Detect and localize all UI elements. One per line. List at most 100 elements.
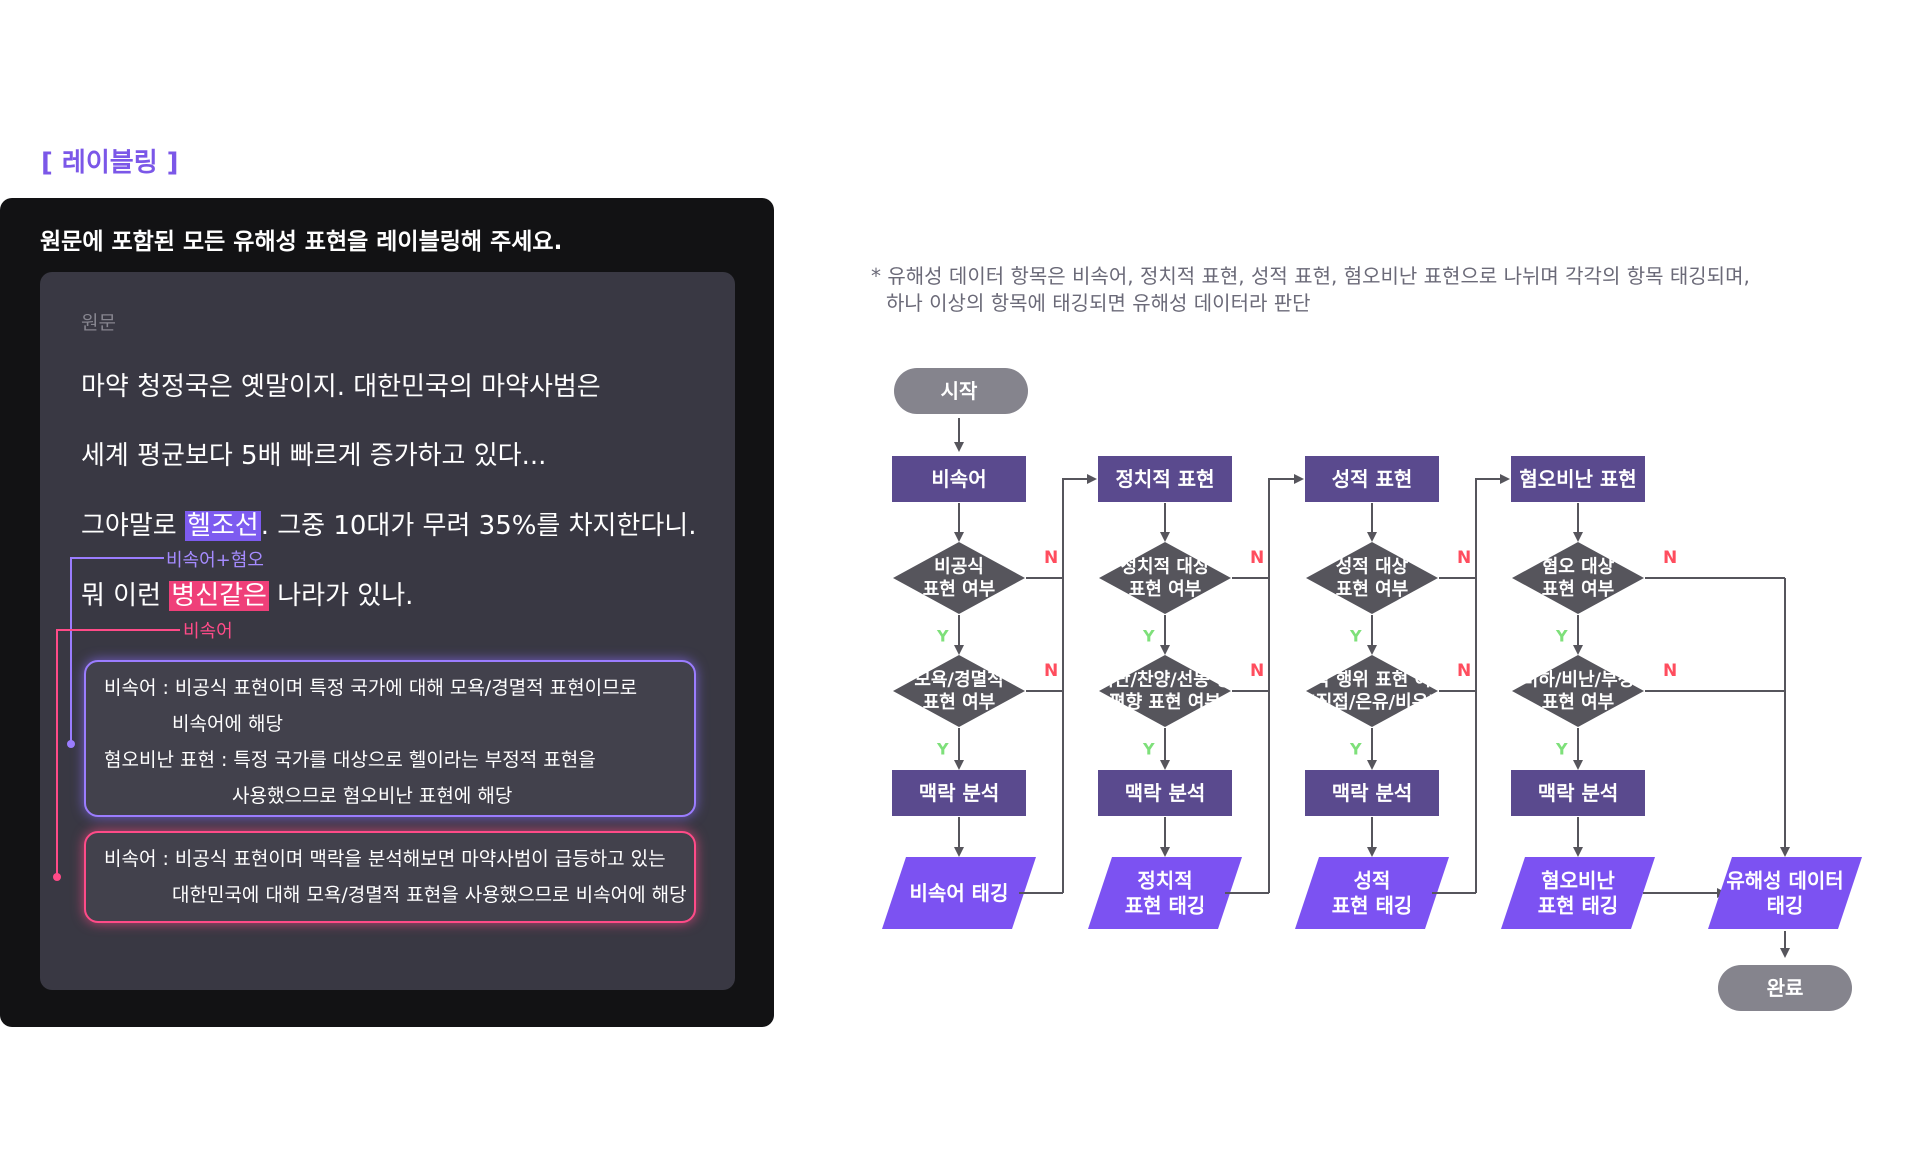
decision-q1-1 [1099,542,1231,614]
highlight-hell-joseon[interactable]: 헬조선 [184,511,261,541]
yes-label: Y [1349,740,1362,759]
tag-node-0-text: 비속어 태깅 [910,881,1009,905]
final-tag-node [1708,857,1862,929]
decision-q2-3-text: 비하/비난/부정 [1522,669,1635,690]
yes-label: Y [1142,627,1155,646]
tag-profanity-hate: 비속어+혐오 [166,550,264,571]
decision-q2-3 [1512,655,1644,727]
yes-label: Y [1142,740,1155,759]
tag-node-2 [1295,857,1449,929]
decision-q1-3-text: 표현 여부 [1542,579,1615,600]
flowchart-note: * 유해성 데이터 항목은 비속어, 정치적 표현, 성적 표현, 혐오비난 표… [871,263,1750,317]
explanation-box-2: 비속어 : 비공식 표현이며 맥락을 분석해보면 마약사범이 급등하고 있는 대… [84,831,696,923]
decision-q2-3-text: 표현 여부 [1542,692,1615,713]
end-node-text: 완료 [1767,976,1804,1000]
decision-q1-2 [1306,542,1438,614]
highlight-profanity[interactable]: 병신같은 [169,581,269,611]
explanation-1-line-3: 혐오비난 표현 : 특정 국가를 대상으로 헬이라는 부정적 표현을 [104,749,596,771]
decision-q1-0-text: 비공식 [934,556,984,577]
line3-prefix: 그야말로 [81,511,185,541]
tag-node-3-text: 표현 태깅 [1538,894,1619,918]
explanation-2-line-2: 대한민국에 대해 모욕/경멸적 표현을 사용했으므로 비속어에 해당 [172,884,687,906]
decision-q2-0-text: 표현 여부 [923,692,996,713]
tag-node-2-text: 성적 [1354,869,1391,893]
final-tag-node-text: 태깅 [1767,894,1804,918]
tag-node-3-text: 혐오비난 [1541,869,1615,893]
explanation-1-line-2: 비속어에 해당 [172,713,283,735]
next-category-arrow-0 [1062,474,1097,893]
note-line-1: * 유해성 데이터 항목은 비속어, 정치적 표현, 성적 표현, 혐오비난 표… [871,264,1750,288]
tag-node-0 [882,857,1036,929]
category-2-text: 성적 표현 [1332,467,1413,491]
connector-lines [53,557,180,881]
no-label: N [1044,548,1058,568]
explanation-1-line-1: 비속어 : 비공식 표현이며 특정 국가에 대해 모욕/경멸적 표현이므로 [104,677,638,699]
category-1 [1098,456,1232,502]
no-label: N [1457,661,1471,681]
explanation-box-1: 비속어 : 비공식 표현이며 특정 국가에 대해 모욕/경멸적 표현이므로 비속… [84,660,696,817]
line3-suffix: . 그중 10대가 무려 35%를 차지한다니. [260,511,697,541]
original-line-2: 세계 평균보다 5배 빠르게 증가하고 있다... [81,441,547,471]
tag-node-1-text: 표현 태깅 [1125,894,1206,918]
next-category-arrow-1 [1268,474,1304,893]
decision-q2-1-text: 편향 표현 여부 [1109,692,1221,713]
start-node-text: 시작 [941,379,978,403]
decision-q1-1-text: 표현 여부 [1129,579,1202,600]
no-label: N [1250,661,1264,681]
category-0-text: 비속어 [931,467,986,491]
decision-q1-0-text: 표현 여부 [923,579,996,600]
line4-suffix: 나라가 있나. [268,581,414,611]
no-label: N [1457,548,1471,568]
original-line-3: 그야말로 헬조선. 그중 10대가 무려 35%를 차지한다니. [81,505,697,542]
decision-q1-3-text: 혐오 대상 [1542,555,1615,577]
tag-node-1-text: 정치적 [1137,869,1192,893]
yes-label: Y [1555,627,1568,646]
category-0 [892,456,1026,502]
category-1-text: 정치적 표현 [1116,467,1215,491]
decision-q2-0-text: 모욕/경멸적 [914,669,1003,690]
tag-node-1 [1088,857,1242,929]
analysis-2 [1305,770,1439,816]
no-label: N [1663,548,1677,568]
decision-q2-1-text: 비난/찬양/선동 등 [1097,669,1232,690]
decision-q2-2-text: (직접/은유/비유) [1308,692,1437,713]
decision-q1-3 [1512,542,1644,614]
original-label: 원문 [81,312,116,334]
decision-q1-1-text: 정치적 대상 [1120,556,1210,577]
decision-q1-2-text: 표현 여부 [1336,579,1409,600]
start-node [894,368,1028,414]
analysis-2-text: 맥락 분석 [1332,781,1413,805]
decision-q2-0 [893,655,1025,727]
explanation-2-line-1: 비속어 : 비공식 표현이며 맥락을 분석해보면 마약사범이 급등하고 있는 [104,848,666,870]
tag-profanity: 비속어 [183,621,233,642]
category-3-text: 혐오비난 표현 [1519,467,1636,491]
tag-node-2-text: 표현 태깅 [1332,894,1413,918]
decision-q2-2 [1306,655,1438,727]
analysis-1-text: 맥락 분석 [1125,781,1206,805]
instruction-text: 원문에 포함된 모든 유해성 표현을 레이블링해 주세요. [40,229,563,255]
decision-q1-2-text: 성적 대상 [1336,556,1409,577]
section-label: [ 레이블링 ] [41,148,179,178]
original-line-4: 뭐 이런 병신같은 나라가 있나. [81,575,413,612]
no-label: N [1663,661,1677,681]
decision-q2-2-text: 성적 행위 표현 여부 [1296,669,1447,690]
no-label: N [1250,548,1264,568]
decision-q1-0 [893,542,1025,614]
yes-label: Y [1555,740,1568,759]
end-node [1718,965,1852,1011]
category-2 [1305,456,1439,502]
yes-label: Y [1349,627,1362,646]
category-3 [1511,456,1645,502]
original-line-1: 마약 청정국은 옛말이지. 대한민국의 마약사범은 [81,372,601,402]
note-line-2: 하나 이상의 항목에 태깅되면 유해성 데이터라 판단 [886,291,1311,315]
analysis-3 [1511,770,1645,816]
analysis-0 [892,770,1026,816]
analysis-1 [1098,770,1232,816]
final-tag-node-text: 유해성 데이터 [1726,869,1843,893]
explanation-1-line-4: 사용했으므로 혐오비난 표현에 해당 [232,785,513,807]
yes-label: Y [936,627,949,646]
yes-label: Y [936,740,949,759]
line4-prefix: 뭐 이런 [81,581,170,611]
analysis-0-text: 맥락 분석 [919,781,1000,805]
